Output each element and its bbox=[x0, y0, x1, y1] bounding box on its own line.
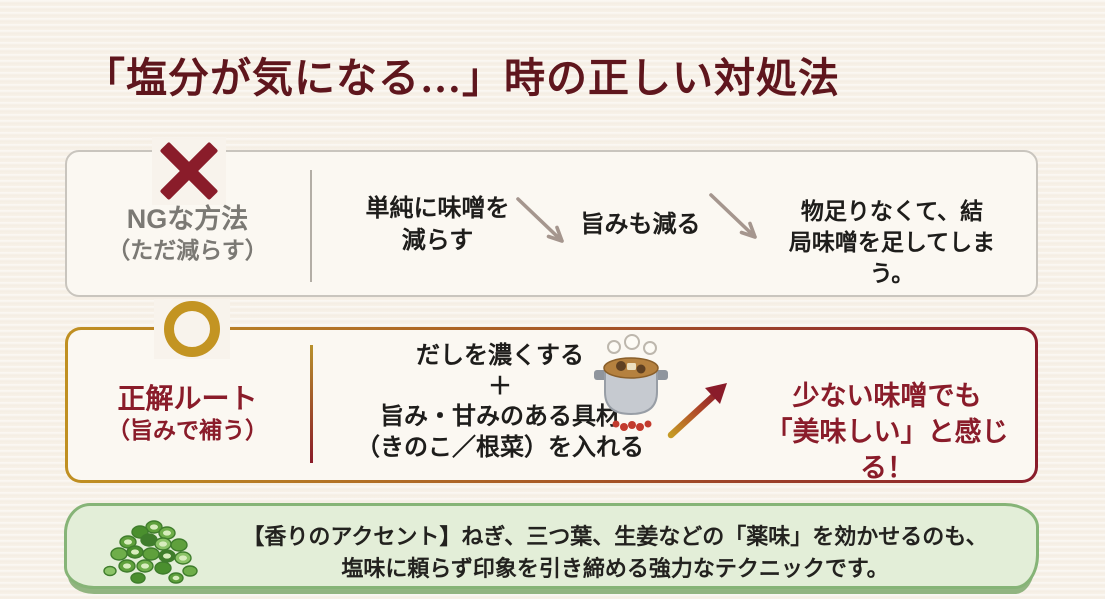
ng-step-2: 旨みも減る bbox=[580, 211, 701, 238]
ng-step-3: 物足りなくて、結 局味噌を足してしまう。 bbox=[772, 196, 1012, 289]
ng-method-panel bbox=[65, 150, 1038, 297]
arrow-up-right-gradient-icon bbox=[667, 383, 727, 439]
tip-text: 【香りのアクセント】ねぎ、三つ葉、生姜などの「薬味」を効かせるのも、 塩味に頼ら… bbox=[215, 521, 1015, 585]
arrow-down-right-icon bbox=[709, 193, 757, 239]
ng-step-3-line2: 局味噌を足してしまう。 bbox=[788, 229, 996, 287]
arrow-down-right-icon bbox=[516, 197, 564, 243]
ok-label-sub: （旨みで補う） bbox=[107, 417, 268, 443]
circle-mark-wrap bbox=[154, 299, 230, 359]
soup-pot-icon bbox=[594, 334, 668, 431]
ok-result: 少ない味噌でも 「美味しい」と感じる！ bbox=[742, 379, 1032, 487]
ng-step-1-line2: 減らす bbox=[401, 227, 474, 255]
ok-method-line2: 旨み・甘みのある具材 bbox=[380, 403, 620, 431]
ok-result-line1: 少ない味噌でも bbox=[792, 381, 982, 411]
ok-result-line2: 「美味しい」と感じる！ bbox=[765, 416, 1009, 483]
tip-line1: 【香りのアクセント】ねぎ、三つ葉、生姜などの「薬味」を効かせるのも、 bbox=[242, 524, 988, 549]
ng-step-1: 単純に味噌を 減らす bbox=[330, 193, 545, 258]
ok-method-line1: だしを濃くする bbox=[416, 342, 584, 369]
tip-line2: 塩味に頼らず印象を引き締める強力なテクニックです。 bbox=[341, 555, 889, 581]
ok-label: 正解ルート bbox=[117, 383, 258, 414]
circle-mark-icon bbox=[164, 301, 220, 357]
ok-method-block: だしを濃くする ＋ 旨み・甘みのある具材 （きのこ／根菜）を入れる bbox=[352, 341, 648, 464]
cross-mark-icon bbox=[157, 139, 221, 203]
ng-label-sub: （ただ減らす） bbox=[107, 237, 268, 263]
page-title: 「塩分が気になる…」時の正しい対処法 bbox=[84, 55, 840, 101]
ok-method-line3: （きのこ／根菜）を入れる bbox=[356, 434, 644, 462]
ng-label: NGな方法 bbox=[126, 204, 249, 234]
ng-step-3-line1: 物足りなくて、結 bbox=[800, 198, 984, 224]
plus-sign: ＋ bbox=[488, 372, 512, 400]
aroma-tip-panel bbox=[64, 503, 1039, 589]
ng-divider bbox=[310, 170, 312, 282]
ng-step-1-line1: 単純に味噌を bbox=[365, 195, 510, 222]
ok-divider bbox=[310, 345, 313, 463]
cross-mark-wrap bbox=[152, 137, 226, 205]
chopped-green-onion-icon bbox=[103, 520, 198, 584]
